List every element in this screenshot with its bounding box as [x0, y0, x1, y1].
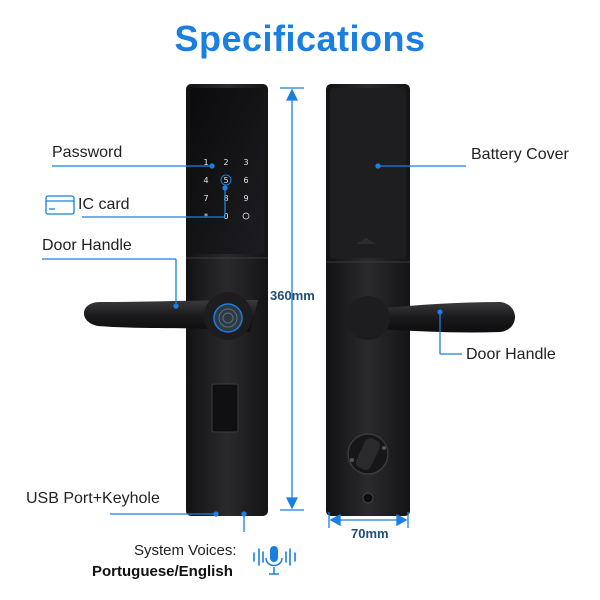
back-lock: [326, 84, 515, 516]
card-icon: [45, 195, 75, 215]
voice-languages: Portuguese/English: [92, 563, 233, 580]
battery-cover-panel: [330, 88, 406, 258]
pointer-lines: [42, 163, 466, 532]
label-door-handle-left: Door Handle: [42, 237, 132, 254]
keypad-key[interactable]: 3: [243, 158, 248, 167]
back-door-handle: [348, 302, 515, 333]
keypad-key[interactable]: 4: [203, 176, 208, 185]
back-handle-hub: [346, 296, 390, 340]
keypad-key[interactable]: 5: [223, 176, 228, 185]
back-keyhole: [362, 492, 374, 504]
dimension-width: 70mm: [351, 526, 389, 541]
keypad-key[interactable]: 8: [223, 194, 228, 203]
dimension-height: 360mm: [270, 288, 315, 303]
fingerprint-icon: [213, 303, 243, 333]
label-battery-cover: Battery Cover: [471, 146, 569, 163]
voice-label: System Voices:: [134, 542, 237, 559]
label-door-handle-right: Door Handle: [466, 346, 556, 363]
card-reader-indicator: [220, 174, 232, 186]
page-title: Specifications: [174, 18, 426, 59]
usb-cover: [211, 383, 239, 433]
keypad-key[interactable]: 9: [243, 194, 248, 203]
label-ic-card: IC card: [78, 196, 130, 213]
keypad-key[interactable]: 7: [203, 194, 208, 203]
keypad-key[interactable]: 2: [223, 158, 228, 167]
label-password: Password: [52, 144, 123, 161]
keypad-panel: [190, 88, 264, 254]
microphone-icon: [265, 546, 283, 575]
keypad-key[interactable]: 1: [203, 158, 208, 167]
label-usb-port: USB Port+Keyhole: [26, 490, 160, 507]
dimension-lines: [280, 87, 409, 528]
keypad-key[interactable]: 0: [223, 212, 228, 221]
sound-wave-icon: [253, 548, 296, 566]
keypad-key[interactable]: 6: [243, 176, 248, 185]
keypad-fingerprint-icon: [242, 212, 250, 220]
